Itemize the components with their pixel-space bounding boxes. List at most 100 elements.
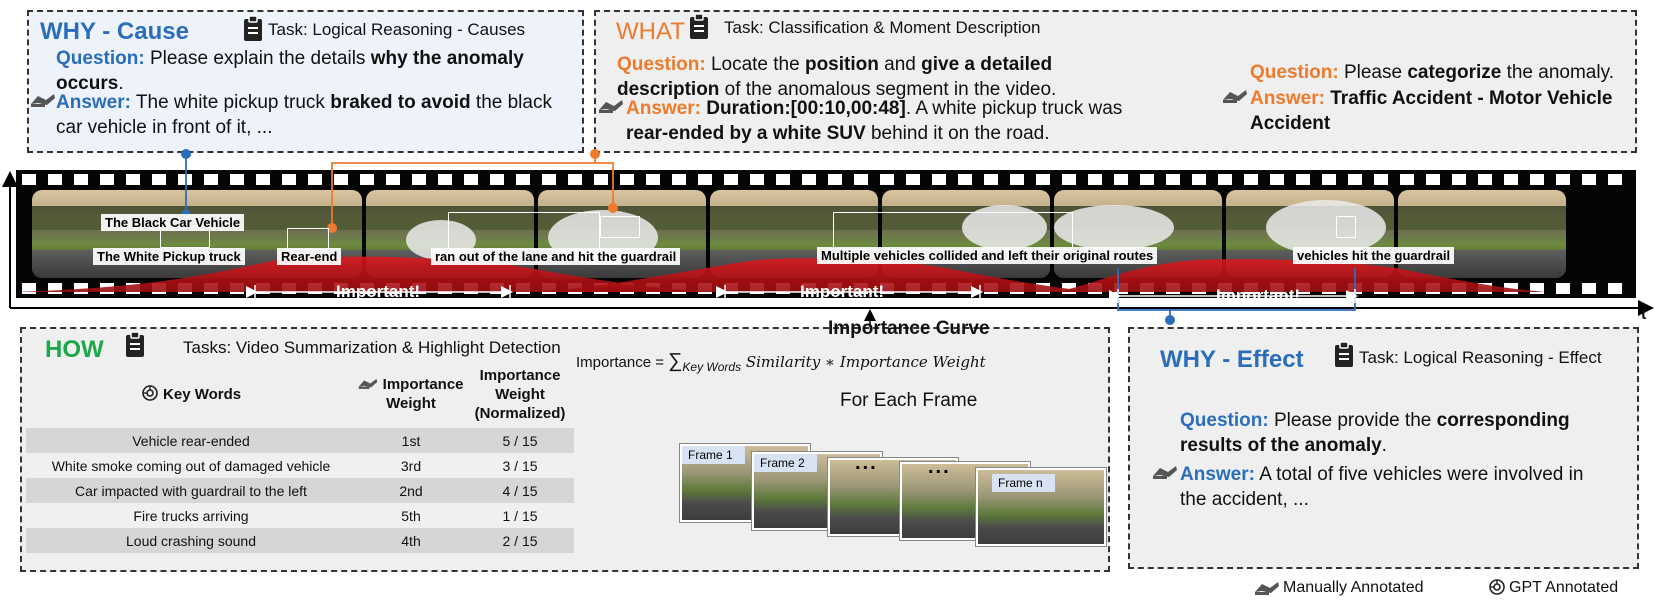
why-cause-title: WHY - Cause [40, 18, 189, 45]
question-label: Question: [617, 54, 706, 75]
hand-write-icon [1254, 580, 1280, 601]
why-cause-task: Task: Logical Reasoning - Causes [268, 20, 526, 39]
header-text: Importance Weight [382, 376, 464, 412]
table-cell: 3 / 15 [466, 453, 574, 478]
label-black-car: The Black Car Vehicle [101, 214, 245, 231]
bbox-guardrail [448, 212, 600, 250]
clipboard-icon [1333, 340, 1355, 373]
clipboard-icon [688, 12, 710, 45]
table-cell: 1 / 15 [466, 503, 574, 528]
formula-rhs: Similarity ∗ Importance Weight [741, 353, 986, 371]
question-bold: categorize [1407, 62, 1502, 83]
important-label: Important! [1216, 286, 1301, 305]
film-sprocket-holes [22, 174, 1630, 185]
hand-write-icon [358, 376, 382, 393]
table-cell: 5th [356, 503, 466, 528]
question-label: Question: [56, 48, 145, 69]
table-cell: 4th [356, 528, 466, 553]
why-cause-answer: Answer: The white pickup truck braked to… [56, 90, 556, 140]
answer-bold: Traffic Accident - Motor Vehicle Acciden… [1250, 88, 1613, 134]
what-answer-1: Answer: Duration:[00:10,00:48]. A white … [626, 96, 1146, 146]
answer-label: Answer: [1180, 464, 1255, 485]
hand-write-icon [1152, 464, 1178, 485]
table-cell: 5 / 15 [466, 428, 574, 453]
table-cell: 2 / 15 [466, 528, 574, 553]
how-task: Tasks: Video Summarization & Highlight D… [183, 338, 561, 357]
importance-formula: Importance = ∑Key Words Similarity ∗ Imp… [576, 350, 986, 374]
formula-subscript: Key Words [682, 360, 742, 374]
question-end: of the anomalous segment in the video. [719, 79, 1057, 100]
why-effect-title: WHY - Effect [1160, 346, 1304, 373]
what-panel [594, 10, 1637, 153]
answer-bold: Duration:[00:10,00:48] [700, 98, 906, 119]
answer-label: Answer: [626, 98, 701, 119]
question-bold: why the anomaly occurs [56, 48, 524, 94]
hand-write-icon [30, 92, 56, 113]
important-label: Important! [336, 282, 421, 301]
formula-lhs: Importance = [576, 354, 669, 371]
answer-text: The white pickup truck [130, 92, 331, 113]
importance-hump [1056, 259, 1546, 292]
table-cell: 2nd [356, 478, 466, 503]
label-guardrail: ran out of the lane and hit the guardrai… [431, 248, 681, 265]
table-cell: 4 / 15 [466, 478, 574, 503]
table-cell: 3rd [356, 453, 466, 478]
answer-bold: braked to avoid [330, 92, 471, 113]
table-header-row: Key Words Importance Weight Importance W… [26, 360, 574, 428]
table-row: White smoke coming out of damaged vehicl… [26, 453, 574, 478]
answer-text: A total of five vehicles were involved i… [1180, 464, 1584, 510]
answer-end: the black car vehicle in front of it, ..… [56, 92, 552, 138]
question-label: Question: [1250, 62, 1339, 83]
how-title: HOW [45, 336, 104, 363]
why-effect-panel [1128, 327, 1639, 569]
question-end: the anomaly. [1501, 62, 1614, 83]
question-text: Please explain the details [144, 48, 371, 69]
table-cell: 1st [356, 428, 466, 453]
bbox-rear [600, 216, 640, 238]
frame-label: Frame 2 [754, 454, 817, 472]
what-question-1: Question: Locate the position and give a… [617, 52, 1097, 102]
answer-text: . A white pickup truck was [905, 98, 1123, 119]
why-effect-connector [1117, 268, 1171, 320]
question-label: Question: [1180, 410, 1269, 431]
frame-thumbnail: Frame n [976, 468, 1106, 546]
question-text: Please provide the [1268, 410, 1437, 431]
importance-hump [16, 256, 716, 292]
importance-curve [16, 256, 1546, 292]
what-question-2: Question: Please categorize the anomaly. [1250, 60, 1640, 85]
table-header: Key Words [26, 360, 356, 428]
gpt-icon [1488, 578, 1506, 601]
table-cell: Vehicle rear-ended [26, 428, 356, 453]
why-effect-question: Question: Please provide the correspondi… [1180, 408, 1620, 458]
importance-hump [536, 258, 1096, 292]
important-label: Important! [800, 282, 885, 301]
clipboard-icon [242, 14, 264, 47]
frame-label: Frame 1 [682, 446, 745, 464]
question-bold: corresponding results of the anomaly [1180, 410, 1570, 456]
label-rear-end: Rear-end [277, 248, 342, 265]
table-cell: Loud crashing sound [26, 528, 356, 553]
question-bold: position [804, 54, 879, 75]
answer-bold: rear-ended by a white SUV [626, 123, 866, 144]
legend-gpt: GPT Annotated [1509, 579, 1619, 596]
frame-label: Frame n [992, 474, 1055, 492]
why-effect-task: Task: Logical Reasoning - Effect [1359, 348, 1602, 367]
gpt-icon [141, 385, 163, 403]
table-cell: Car impacted with guardrail to the left [26, 478, 356, 503]
time-axis-label: t [1641, 306, 1647, 323]
ellipsis: ... [928, 456, 951, 478]
table-cell: Fire trucks arriving [26, 503, 356, 528]
question-end: . [118, 73, 124, 94]
what-answer-2: Answer: Traffic Accident - Motor Vehicle… [1250, 86, 1630, 136]
label-pickup: The White Pickup truck [93, 248, 245, 265]
bbox-multiple [833, 212, 1073, 250]
table-cell: White smoke coming out of damaged vehicl… [26, 453, 356, 478]
answer-label: Answer: [56, 92, 131, 113]
table-header: Importance Weight [356, 360, 466, 428]
why-cause-question: Question: Please explain the details why… [56, 46, 556, 96]
what-title: WHAT [616, 18, 685, 45]
question-end: . [1381, 435, 1387, 456]
